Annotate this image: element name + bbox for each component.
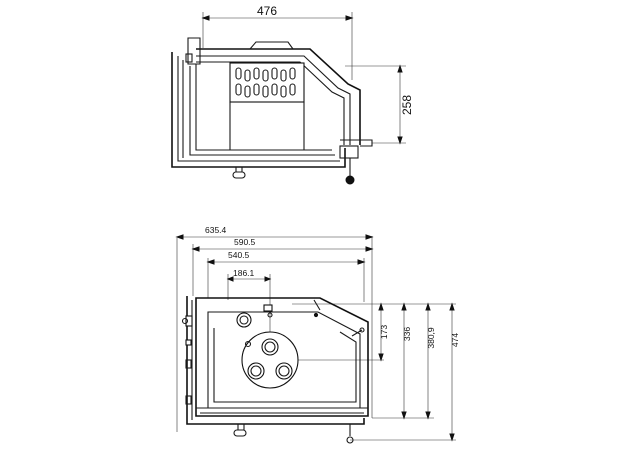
dim-label-width-2: 590.5 <box>234 237 256 247</box>
front-view: 635.4 590.5 540.5 186.1 173 336 <box>175 225 460 444</box>
dim-label-offset: 186.1 <box>233 268 255 278</box>
grate-plate <box>229 62 305 103</box>
dim-label-width-3: 540.5 <box>228 250 250 260</box>
dim-label-width: 476 <box>257 4 277 18</box>
bottom-knob-icon <box>346 436 354 444</box>
dim-label-h380: 380,9 <box>426 327 436 349</box>
grate-slots <box>235 67 296 98</box>
right-knob-icon <box>345 175 355 185</box>
bottom-handle-icon <box>237 424 245 431</box>
burner-port-right <box>275 362 293 380</box>
dim-label-h173: 173 <box>379 325 389 339</box>
hinge-top-icon <box>185 315 193 327</box>
dim-label-overall-width: 635.4 <box>205 225 227 235</box>
dim-label-h474: 474 <box>450 333 460 347</box>
control-knob-icon <box>236 312 252 328</box>
dim-label-depth: 258 <box>400 95 414 115</box>
stove-body <box>195 297 369 417</box>
dim-label-h336: 336 <box>402 327 412 341</box>
flue-collar <box>249 41 294 50</box>
burner-port-top <box>261 338 279 356</box>
left-bracket <box>187 37 201 65</box>
burner-port-left <box>247 362 265 380</box>
top-view: 476 258 <box>171 4 414 185</box>
